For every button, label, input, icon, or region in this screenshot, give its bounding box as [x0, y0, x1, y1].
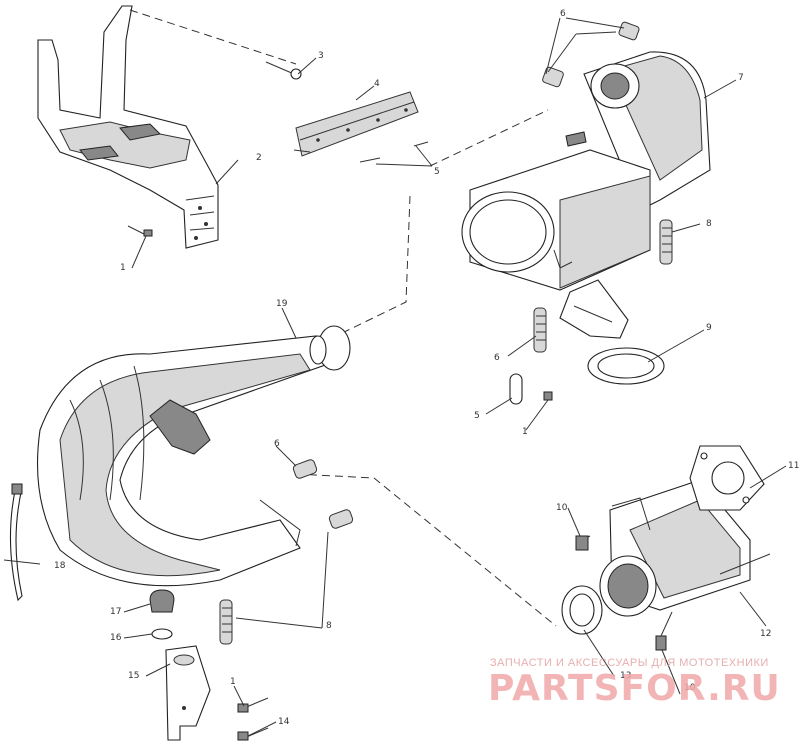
callout-5: 5	[434, 167, 440, 177]
callout-1: 1	[120, 263, 126, 273]
screw	[127, 225, 153, 237]
dashed-leader	[429, 109, 549, 167]
watermark-tagline: ЗАПЧАСТИ И АКСЕССУАРЫ ДЛЯ МОТОТЕХНИКИ	[490, 657, 769, 669]
heat-shield	[293, 91, 429, 163]
callout-9: 9	[706, 323, 712, 333]
callout-8: 8	[326, 621, 332, 631]
dashed-leader	[295, 473, 557, 627]
spring	[219, 599, 233, 645]
callout-10: 10	[684, 683, 696, 693]
strap	[9, 483, 23, 602]
rubber-mount	[149, 589, 175, 613]
sealing-ring	[561, 585, 603, 635]
washer	[151, 628, 173, 640]
callout-16: 16	[110, 633, 122, 643]
watermark-logo: PARTSFOR.RU	[488, 668, 781, 709]
callout-8: 8	[706, 219, 712, 229]
spring	[328, 509, 354, 529]
callout-7: 7	[738, 73, 744, 83]
callout-6: 6	[494, 353, 500, 363]
callout-13: 13	[620, 671, 631, 681]
flange-gasket	[689, 445, 765, 511]
clip	[509, 373, 523, 405]
dashed-leader	[335, 195, 411, 337]
spring	[659, 219, 673, 265]
callout-3: 3	[318, 51, 324, 61]
muffler	[461, 51, 711, 339]
callout-18: 18	[54, 561, 66, 571]
spring	[533, 307, 547, 353]
callout-labels: 2 1 3 4 5 6 7 8 6 9 5 1 19 6 11 10 18 12…	[54, 9, 799, 727]
bolt	[575, 535, 591, 551]
callout-11: 11	[788, 461, 799, 471]
callout-4: 4	[374, 79, 380, 89]
callout-6: 6	[560, 9, 566, 19]
dashed-leader	[129, 9, 297, 65]
callout-14: 14	[278, 717, 290, 727]
screw	[543, 391, 553, 401]
spring	[292, 459, 318, 479]
bolt	[655, 611, 673, 651]
callout-1: 1	[230, 677, 236, 687]
leader-lines	[3, 17, 787, 737]
callout-6: 6	[274, 439, 280, 449]
gasket-ring	[587, 347, 665, 385]
callout-12: 12	[760, 629, 771, 639]
bolt	[237, 697, 269, 713]
expansion-chamber	[36, 325, 351, 587]
callout-2: 2	[256, 153, 262, 163]
nut	[265, 61, 302, 80]
watermark: ЗАПЧАСТИ И АКСЕССУАРЫ ДЛЯ МОТОТЕХНИКИ PA…	[488, 657, 781, 709]
lower-bracket	[165, 645, 211, 741]
callout-5: 5	[474, 411, 480, 421]
exhaust-bracket	[37, 5, 219, 249]
callout-1: 1	[522, 427, 528, 437]
callout-19: 19	[276, 299, 288, 309]
spring	[542, 21, 640, 88]
callout-15: 15	[128, 671, 139, 681]
exhaust-manifold	[599, 479, 751, 617]
callout-17: 17	[110, 607, 121, 617]
callout-10: 10	[556, 503, 568, 513]
